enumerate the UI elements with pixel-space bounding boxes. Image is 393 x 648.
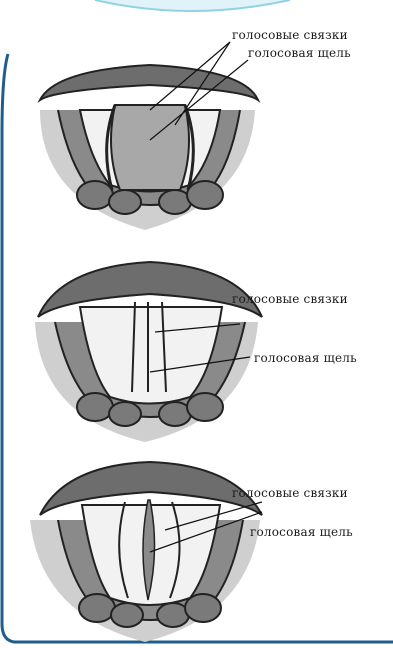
glottis-label: голосовая щель <box>250 525 353 539</box>
larynx-closed-drawing <box>0 252 393 442</box>
larynx-figure-narrow: голосовые связки голосовая щель <box>0 460 393 644</box>
glottis-label: голосовая щель <box>254 351 357 365</box>
vocal-cords-label: голосовые связки <box>232 292 348 306</box>
larynx-figure-closed: голосовые связки голосовая щель <box>0 252 393 442</box>
vocal-cords-label: голосовые связки <box>232 28 348 42</box>
larynx-open-drawing <box>0 30 393 230</box>
vocal-cords-label: голосовые связки <box>232 486 348 500</box>
larynx-figure-open: голосовые связки голосовая щель <box>0 30 393 230</box>
glottis-label: голосовая щель <box>248 46 351 60</box>
